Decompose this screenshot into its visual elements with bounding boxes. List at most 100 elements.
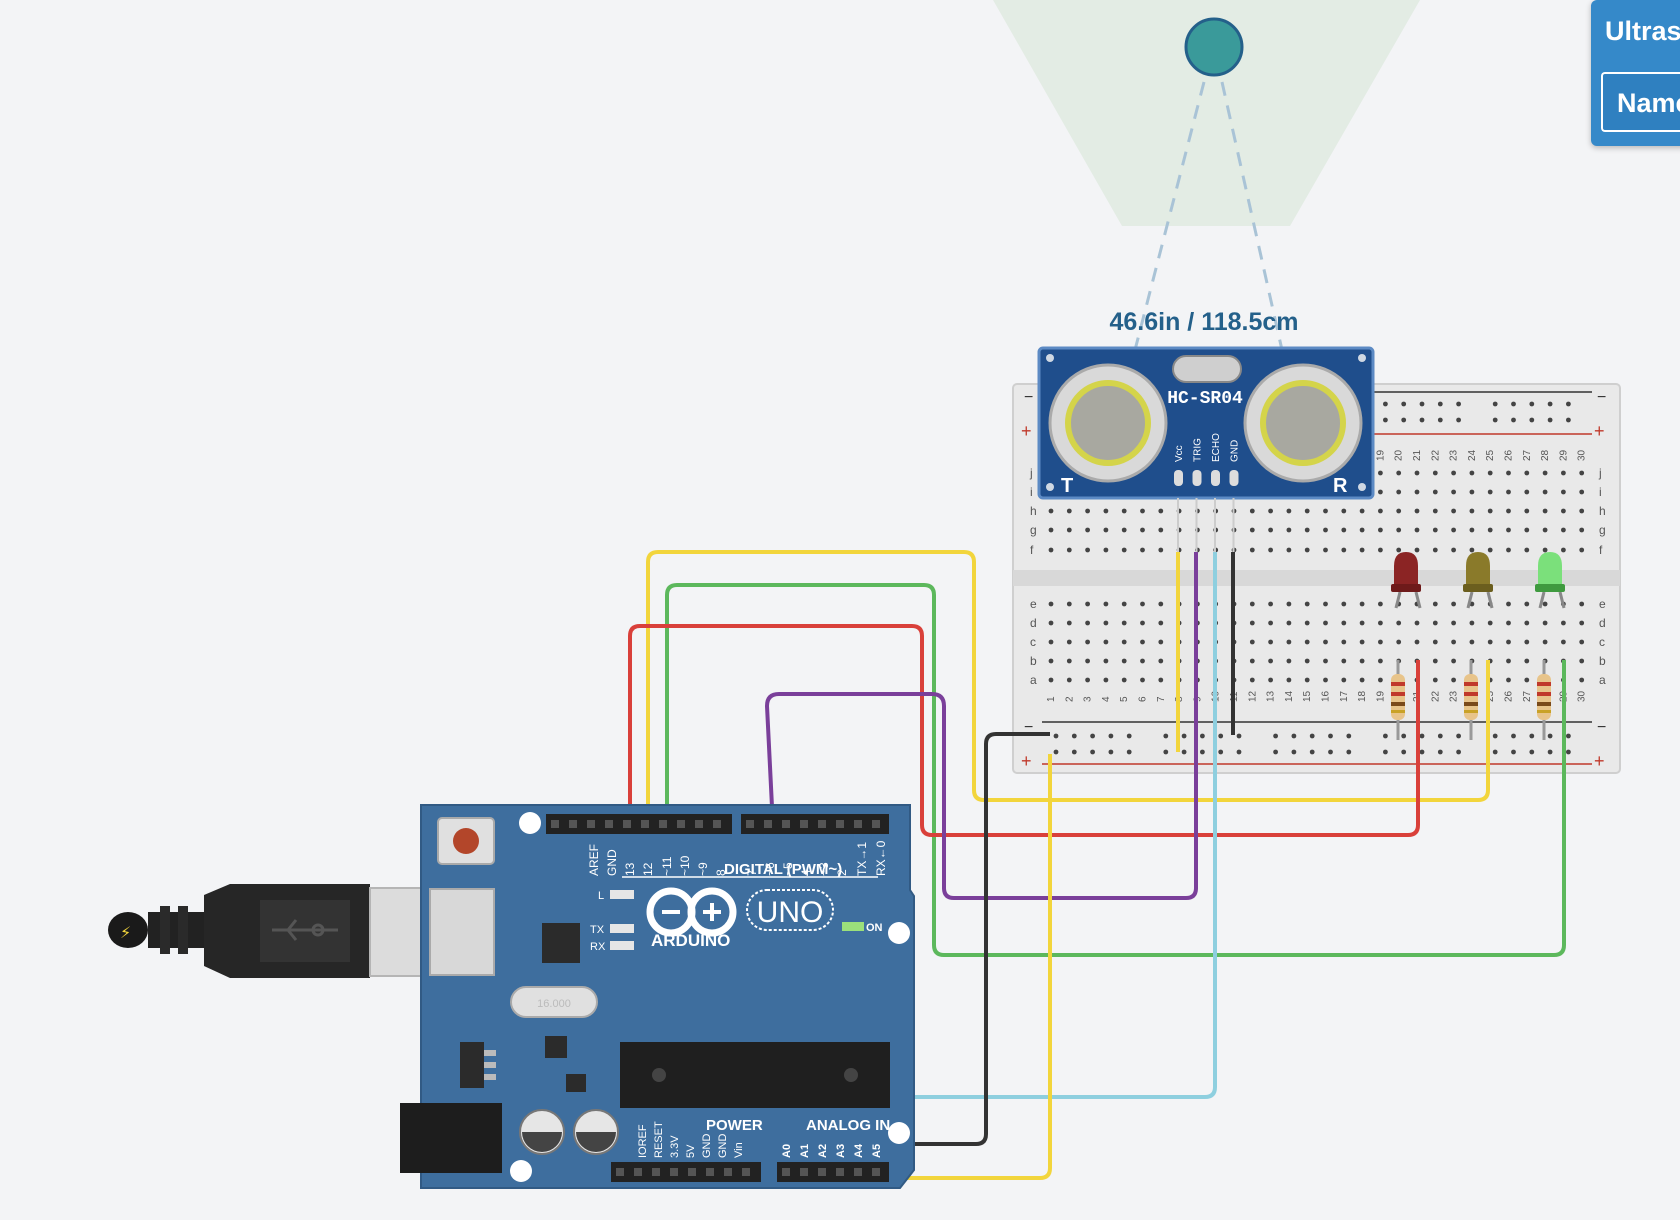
sensor-beam-right [1220,81,1284,351]
row-letter-left: h [1030,504,1037,518]
column-number-top: 27 [1522,449,1533,461]
usb-chip [542,923,580,963]
analog-pin-label: A0 [781,1144,793,1158]
led-yellow[interactable] [1463,552,1494,609]
resistor-3[interactable] [1537,660,1551,740]
sensor-pin[interactable] [1192,470,1202,486]
column-number-bottom: 17 [1339,690,1350,702]
column-number-bottom: 18 [1357,690,1368,702]
transducer-left [1048,363,1168,483]
sensor-pin[interactable] [1229,470,1239,486]
column-number-bottom: 19 [1375,690,1386,702]
column-number-bottom: 26 [1504,690,1515,702]
digital-header-right[interactable] [741,814,889,834]
rail-plus-bottom-left: + [1021,751,1032,771]
column-number-bottom: 5 [1119,696,1130,702]
reset-button[interactable] [437,817,495,865]
column-number-top: 21 [1412,449,1423,461]
power-header[interactable] [611,1162,761,1182]
sensor-pin-label: Vcc [1174,445,1185,462]
wire-green-pin11[interactable] [665,583,1566,957]
arduino-brand-label: ARDUINO [651,931,730,950]
digital-pin-label: ~5 [781,862,795,876]
row-letter-left: j [1029,466,1033,480]
uno-badge [746,889,834,931]
column-number-bottom: 4 [1101,696,1112,702]
target-object[interactable] [1184,17,1244,77]
analog-pin-label: A4 [853,1143,865,1158]
column-number-top: 20 [1394,449,1405,461]
inspector-name-label: Name [1617,88,1680,118]
uno-model-label: UNO [757,896,824,929]
digital-pin-label: TX→1 [855,842,869,876]
row-letter-left: b [1030,654,1037,668]
transducer-right [1243,363,1363,483]
wire-yellow-5v[interactable] [693,754,1052,1180]
column-number-bottom: 12 [1247,690,1258,702]
digital-pin-label: ~11 [660,856,674,876]
row-letter-right: c [1599,635,1605,649]
crystal [510,986,598,1018]
resistor-1[interactable] [1391,660,1405,740]
analog-pin-label: A5 [871,1144,883,1158]
rail-minus-bottom-left: − [1024,719,1033,736]
wire-red-pin13[interactable] [628,624,1420,837]
digital-pin-label: ~9 [696,862,710,876]
power-pin-label: 5V [685,1144,697,1158]
crystal-label: 16.000 [537,998,571,1010]
digital-pin-label: 2 [835,869,849,876]
column-number-top: 28 [1540,449,1551,461]
digital-header-left[interactable] [546,814,732,834]
analog-pin-label: A1 [799,1144,811,1158]
inspector-name-field[interactable]: Name [1601,72,1680,132]
row-letter-left: c [1030,635,1036,649]
row-letter-right: i [1599,485,1602,499]
power-jack [400,1103,502,1173]
row-letter-right: a [1599,673,1606,687]
wire-yellow-pin12[interactable] [646,550,1490,826]
row-letter-right: f [1599,543,1603,557]
column-number-bottom: 25 [1485,690,1496,702]
row-letter-left: g [1030,523,1037,537]
resistor-2[interactable] [1464,660,1478,740]
row-letter-right: d [1599,616,1606,630]
digital-pin-label: ~10 [678,855,692,876]
rx-led-label: RX [590,941,606,953]
sensor-r-label: R [1333,475,1348,497]
led-green[interactable] [1535,552,1566,609]
power-pin-label: IOREF [637,1124,649,1158]
column-number-top: 19 [1375,449,1386,461]
row-letter-left: a [1030,673,1037,687]
column-number-bottom: 27 [1522,690,1533,702]
digital-pin-label: 12 [641,862,655,876]
column-number-top: 30 [1577,449,1588,461]
component-inspector-panel[interactable]: Ultras Name [1591,0,1680,146]
sensor-t-label: T [1061,475,1073,497]
power-pin-label: RESET [653,1121,665,1158]
row-letter-right: e [1599,597,1606,611]
digital-pwm-label: DIGITAL (PWM~) [724,861,842,878]
rail-plus-bottom-right: + [1594,751,1605,771]
led-red[interactable] [1391,552,1422,609]
wire-purple-trig[interactable] [765,552,1198,1171]
digital-pin-label: 7 [745,869,759,876]
sensor-pin[interactable] [1211,470,1220,486]
row-letter-right: b [1599,654,1606,668]
power-pin-label: 3.3V [669,1135,681,1158]
sensor-pin-label: GND [1230,440,1241,462]
analog-section-label: ANALOG IN [806,1117,890,1134]
analog-pin-label: A3 [835,1144,847,1158]
on-led-label: ON [866,922,883,934]
column-number-top: 25 [1485,449,1496,461]
column-number-top: 22 [1430,449,1441,461]
sensor-pin-label: ECHO [1211,433,1222,462]
sensor-pin[interactable] [1174,470,1183,486]
digital-pin-label: GND [605,849,619,876]
analog-header[interactable] [777,1162,889,1182]
column-number-bottom: 1 [1046,696,1057,702]
row-letter-right: g [1599,523,1606,537]
rail-minus-top-right: − [1597,389,1606,406]
